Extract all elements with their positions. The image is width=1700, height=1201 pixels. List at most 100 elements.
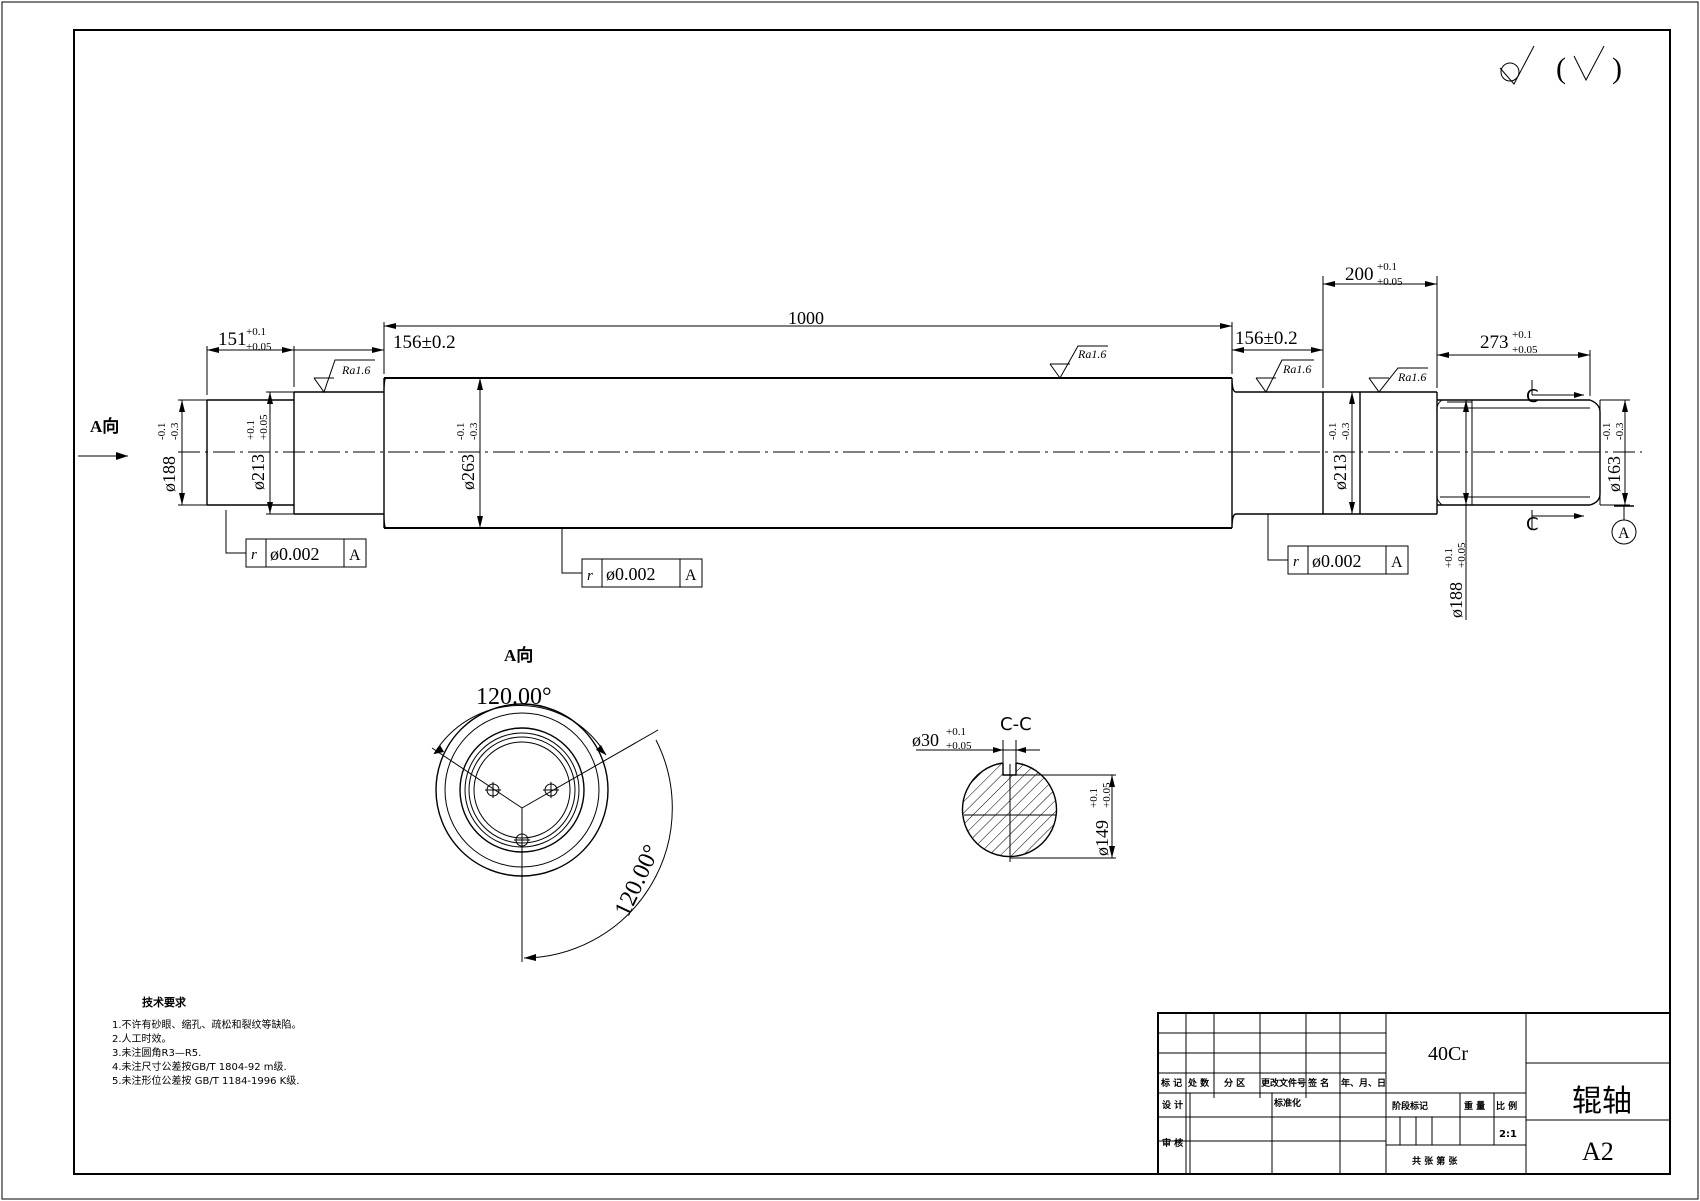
dim-d188-left-tol-up: -0.1 — [156, 423, 168, 440]
svg-text:审 核: 审 核 — [1162, 1137, 1183, 1149]
dim-d188-left: ø188 — [159, 456, 179, 492]
technical-requirements: 技术要求 1.不许有砂眼、缩孔、疏松和裂纹等缺陷。 2.人工时效。 3.未注圆角… — [112, 995, 302, 1087]
diameter-dimensions: ø188 -0.1 -0.3 ø213 +0.1 +0.05 ø263 -0.1… — [156, 378, 1630, 620]
svg-text:分 区: 分 区 — [1224, 1077, 1245, 1089]
material: 40Cr — [1428, 1043, 1468, 1065]
dim-d263-body-tol-up: -0.1 — [455, 423, 467, 440]
dim-d163-right-tol-lo: -0.3 — [1614, 422, 1626, 440]
dim-len-left-end-tol-lo: +0.05 — [246, 341, 272, 353]
dim-d213-left: ø213 — [248, 454, 268, 490]
tech-req-item: 1.不许有砂眼、缩孔、疏松和裂纹等缺陷。 — [112, 1018, 302, 1031]
tech-req-title: 技术要求 — [142, 995, 187, 1009]
roughness-mark-body: Ra1.6 — [1049, 345, 1108, 379]
dim-section-dia: ø149 — [1092, 820, 1112, 856]
dim-d213-left-tol-lo: +0.05 — [258, 414, 270, 440]
svg-text:设 计: 设 计 — [1162, 1099, 1183, 1111]
view-a-arrow: A向 — [78, 416, 128, 460]
dim-section-dia-tol-up: +0.1 — [1088, 788, 1100, 808]
dim-d263-body: ø263 — [458, 454, 478, 490]
length-dimensions: 151 +0.1 +0.05 156±0.2 1000 156±0.2 200 … — [206, 261, 1591, 396]
svg-text:年、月、日: 年、月、日 — [1341, 1077, 1386, 1089]
gdt-frame-right: r ø0.002 A — [1267, 514, 1409, 575]
svg-text:阶段标记: 阶段标记 — [1392, 1100, 1428, 1112]
dim-d188-right-tol-lo: +0.05 — [1456, 542, 1468, 568]
roughness-marks: Ra1.6 Ra1.6 Ra1.6 Ra1.6 — [313, 345, 1428, 394]
svg-text:签 名: 签 名 — [1307, 1077, 1329, 1089]
dim-len-right-step-tol-up: +0.1 — [1377, 261, 1397, 273]
section-c-c-title: C-C — [1000, 714, 1032, 735]
svg-text:Ra1.6: Ra1.6 — [1397, 370, 1426, 384]
svg-text:r: r — [1293, 554, 1299, 570]
svg-text:处 数: 处 数 — [1187, 1077, 1210, 1089]
svg-text:Ra1.6: Ra1.6 — [341, 363, 370, 377]
dim-len-right-end-tol-lo: +0.05 — [1512, 344, 1538, 356]
section-marker-top: C — [1526, 386, 1539, 407]
svg-text:比 例: 比 例 — [1496, 1100, 1517, 1112]
section-c-c: C-C ø30 +0.1 +0.05 ø149 +0.1 +0.05 — [912, 714, 1116, 862]
roughness-mark-right-journal: Ra1.6 — [1255, 359, 1314, 393]
gdt-frame-left: r ø0.002 A — [225, 510, 367, 568]
dim-key-width-tol-lo: +0.05 — [946, 740, 972, 752]
part-name: 辊轴 — [1572, 1084, 1632, 1119]
angle-label-right: 120.00° — [610, 841, 666, 921]
svg-text:Ra1.6: Ra1.6 — [1077, 347, 1106, 361]
section-marker-bottom: C — [1526, 514, 1539, 535]
dim-section-dia-tol-lo: +0.05 — [1101, 782, 1113, 808]
datum-a: A — [1611, 505, 1637, 545]
dim-key-width-tol-up: +0.1 — [946, 726, 966, 738]
dim-d213-left-tol-up: +0.1 — [245, 420, 257, 440]
svg-text:ø0.002: ø0.002 — [1312, 551, 1362, 571]
roughness-mark-right-step: Ra1.6 — [1368, 367, 1428, 393]
dim-d263-body-tol-lo: -0.3 — [468, 422, 480, 440]
a-view-end-view: A向 120.00° 120.00° — [431, 645, 673, 962]
title-block: 标 记 处 数 分 区 更改文件号 签 名 年、月、日 设 计 标准化 审 核 … — [1157, 1012, 1671, 1175]
svg-text:A: A — [349, 547, 361, 564]
dim-d163-right-tol-up: -0.1 — [1601, 423, 1613, 440]
svg-text:r: r — [251, 547, 257, 563]
svg-text:ø0.002: ø0.002 — [606, 564, 656, 584]
roughness-mark-left: Ra1.6 — [313, 359, 375, 394]
dim-d213-right-tol-up: -0.1 — [1327, 423, 1339, 440]
scale-value: 2:1 — [1499, 1129, 1517, 1140]
tech-req-item: 2.人工时效。 — [112, 1032, 172, 1045]
svg-text:更改文件号: 更改文件号 — [1261, 1077, 1306, 1089]
dim-len-left-journal: 156±0.2 — [393, 332, 456, 353]
svg-text:A: A — [685, 567, 697, 584]
svg-text:r: r — [587, 568, 593, 584]
svg-text:标 记: 标 记 — [1160, 1077, 1182, 1089]
dim-len-body: 1000 — [788, 308, 824, 328]
shaft-main-view — [206, 377, 1601, 529]
dim-len-right-journal: 156±0.2 — [1235, 328, 1298, 349]
svg-text:(: ( — [1556, 52, 1566, 85]
svg-text:标准化: 标准化 — [1273, 1097, 1301, 1109]
svg-text:ø0.002: ø0.002 — [270, 544, 320, 564]
svg-text:重 量: 重 量 — [1464, 1100, 1485, 1112]
tech-req-item: 3.未注圆角R3—R5. — [112, 1046, 201, 1059]
dim-key-width: ø30 — [912, 730, 939, 750]
tech-req-item: 5.未注形位公差按 GB/T 1184-1996 K级. — [112, 1074, 299, 1087]
dim-d163-right: ø163 — [1604, 456, 1624, 492]
dim-d188-right-tol-up: +0.1 — [1443, 548, 1455, 568]
svg-text:A: A — [1391, 554, 1403, 571]
svg-text:): ) — [1612, 52, 1622, 85]
tech-req-item: 4.未注尺寸公差按GB/T 1804-92 m级. — [112, 1060, 287, 1073]
angle-label-top: 120.00° — [476, 684, 552, 710]
dim-len-right-step-tol-lo: +0.05 — [1377, 276, 1403, 288]
drawing-frame — [73, 29, 1671, 1175]
gdt-frame-middle: r ø0.002 A — [561, 528, 703, 588]
dim-len-right-end-tol-up: +0.1 — [1512, 329, 1532, 341]
dim-d213-right-tol-lo: -0.3 — [1340, 422, 1352, 440]
a-view-title: A向 — [504, 645, 533, 665]
dim-d188-left-tol-lo: -0.3 — [169, 422, 181, 440]
dim-len-left-end: 151 — [218, 329, 247, 350]
section-markers: C C — [1526, 380, 1584, 535]
dim-d213-right: ø213 — [1330, 454, 1350, 490]
dim-d188-right: ø188 — [1446, 582, 1466, 618]
svg-text:Ra1.6: Ra1.6 — [1282, 362, 1311, 376]
datum-a-label: A — [1618, 525, 1630, 542]
dim-len-right-step: 200 — [1345, 264, 1374, 285]
view-a-label: A向 — [90, 416, 119, 436]
svg-text:共 张 第 张: 共 张 第 张 — [1412, 1155, 1458, 1167]
